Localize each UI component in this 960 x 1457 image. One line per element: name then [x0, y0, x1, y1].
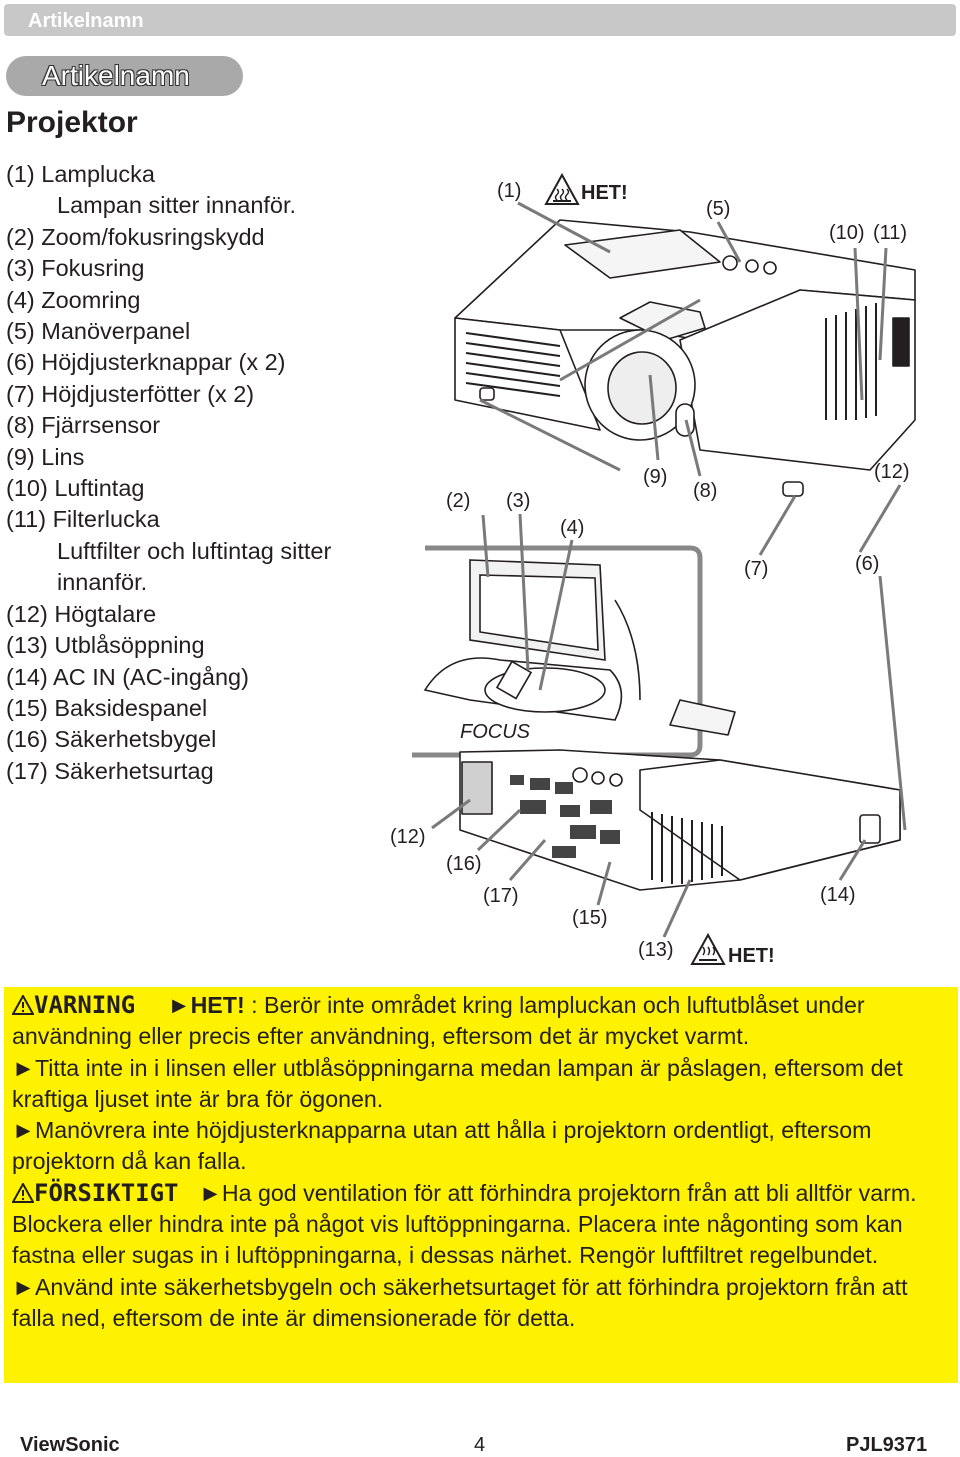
projector-diagram: FOCUS [390, 172, 916, 967]
label-10: (10) [829, 222, 865, 244]
hot-warning-icon [690, 932, 726, 965]
list-item: (1) Lamplucka [6, 161, 155, 187]
list-item: (13) Utblåsöppning [6, 632, 205, 659]
list-item: (9) Lins [6, 443, 85, 470]
label-12-bottom: (12) [390, 826, 426, 848]
label-6: (6) [855, 553, 879, 575]
list-item: (6) Höjdjusterknappar (x 2) [6, 349, 286, 376]
hot-label-bottom: HET! [728, 945, 775, 967]
list-item: Lampan sitter innanför. [57, 192, 297, 219]
list-item: (5) Manöverpanel [6, 318, 191, 345]
focus-text: FOCUS [460, 721, 531, 743]
label-12-top: (12) [874, 461, 910, 483]
label-7: (7) [744, 558, 768, 580]
label-11: (11) [873, 222, 907, 244]
forsiktigt-heading: FÖRSIKTIGT [34, 1178, 179, 1207]
page-title: Projektor [6, 106, 138, 139]
zoom-cover-inset [412, 545, 703, 758]
hot-label-top: HET! [581, 182, 628, 204]
list-item: (15) Baksidespanel [6, 694, 208, 721]
warning-triangle-icon [11, 993, 35, 1015]
section-pill-title: Artikelnamn [42, 60, 190, 91]
arrow-icon: ► [12, 1054, 35, 1081]
section-pill: Artikelnamn [6, 56, 243, 96]
arrow-icon: ► [167, 992, 191, 1018]
label-14: (14) [820, 884, 856, 906]
label-16: (16) [446, 853, 482, 875]
warning-text-3: Manövrera inte höjdjusterknapparna utan … [12, 1117, 872, 1175]
arrow-icon: ► [12, 1273, 35, 1300]
warning-box [4, 987, 958, 1383]
caution-text-1: Ha god ventilation för att förhindra pro… [12, 1179, 917, 1269]
footer-brand: ViewSonic [20, 1434, 120, 1456]
parts-list: (1) Lamplucka Lampan sitter innanför. (2… [6, 159, 331, 787]
list-item: (3) Fokusring [6, 255, 145, 282]
warning-paragraph-2: ►Titta inte in i linsen eller utblåsöppn… [12, 1053, 948, 1116]
label-9: (9) [643, 466, 667, 488]
front-vents [465, 303, 877, 420]
arrow-icon: ► [198, 1179, 222, 1206]
list-item: (2) Zoom/fokusringskydd [6, 223, 265, 250]
list-item: (4) Zoomring [6, 286, 141, 313]
label-5: (5) [706, 198, 730, 220]
label-17: (17) [483, 885, 519, 907]
header-bar-title: Artikelnamn [28, 10, 144, 32]
list-item: (12) Högtalare [6, 600, 157, 627]
leader-lines [431, 201, 907, 938]
warning-text: VARNING ►HET! : Berör inte området kring… [11, 990, 948, 1335]
label-1: (1) [497, 180, 521, 202]
list-item: (17) Säkerhetsurtag [6, 757, 214, 784]
list-item: innanför. [57, 569, 148, 596]
label-13: (13) [638, 939, 674, 961]
hot-warning-icon [544, 172, 580, 205]
footer-page-number: 4 [474, 1434, 486, 1456]
caution-paragraph-2: ►Använd inte säkerhetsbygeln och säkerhe… [12, 1272, 948, 1335]
label-8: (8) [693, 480, 717, 502]
list-item: (7) Höjdjusterfötter (x 2) [6, 380, 255, 407]
list-item: (16) Säkerhetsbygel [6, 726, 217, 753]
het-bold: HET! [190, 992, 245, 1018]
label-4: (4) [560, 517, 584, 539]
caution-triangle-icon [11, 1181, 35, 1203]
caution-paragraph-1: FÖRSIKTIGT ►Ha god ventilation för att f… [11, 1178, 948, 1272]
rear-panel-ports [510, 775, 620, 858]
caution-text-2: Använd inte säkerhetsbygeln och säkerhet… [12, 1273, 908, 1331]
rear-vents [651, 812, 723, 884]
list-item: (8) Fjärrsensor [6, 412, 161, 439]
warning-paragraph-1: VARNING ►HET! : Berör inte området kring… [11, 990, 948, 1053]
warning-paragraph-3: ►Manövrera inte höjdjusterknapparna utan… [12, 1115, 948, 1178]
varning-heading: VARNING [34, 991, 136, 1019]
list-item: (11) Filterlucka [6, 506, 160, 533]
warning-text-2: Titta inte in i linsen eller utblåsöppni… [12, 1054, 903, 1112]
label-3: (3) [506, 490, 530, 512]
warning-text-1: : Berör inte området kring lampluckan oc… [12, 992, 865, 1050]
arrow-icon: ► [12, 1117, 35, 1144]
label-15: (15) [572, 907, 608, 929]
header-bar: Artikelnamn [4, 4, 956, 36]
list-item: (14) AC IN (AC-ingång) [6, 663, 249, 690]
label-2: (2) [446, 490, 470, 512]
list-item: Luftfilter och luftintag sitter [57, 537, 332, 564]
list-item: (10) Luftintag [6, 475, 145, 502]
footer-model: PJL9371 [846, 1434, 928, 1456]
